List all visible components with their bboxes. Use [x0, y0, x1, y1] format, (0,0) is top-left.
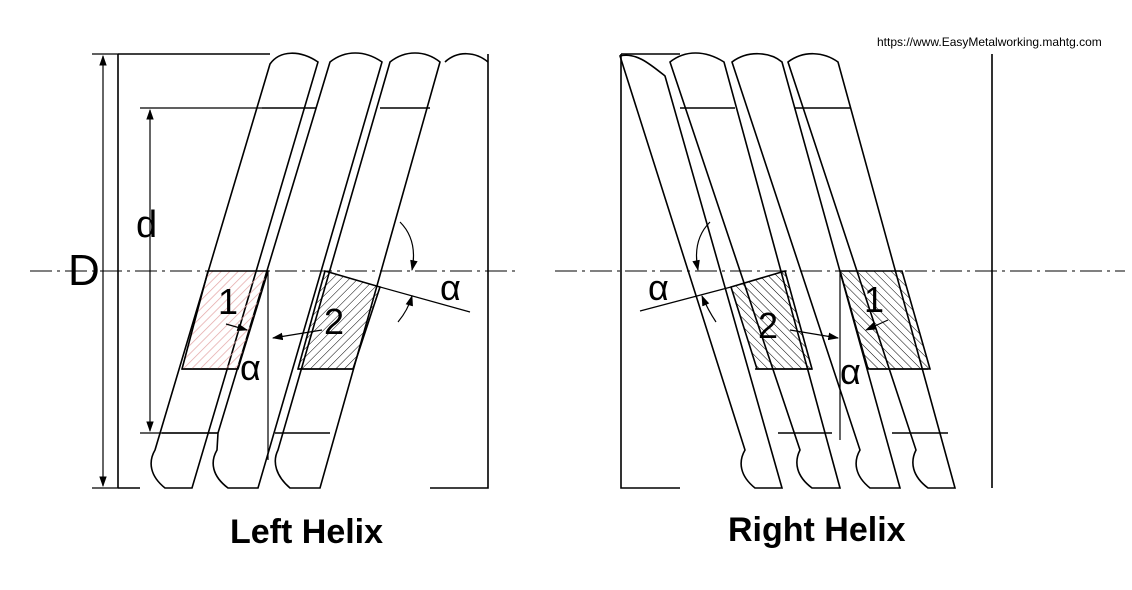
- left-section-1: [180, 270, 270, 370]
- left-caption: Left Helix: [230, 513, 383, 551]
- left-section-2-label: 2: [324, 301, 344, 342]
- left-angle-inner-label: α: [240, 347, 261, 388]
- left-section-1-label: 1: [218, 281, 238, 322]
- right-angle-outer-label: α: [648, 267, 669, 308]
- left-angle-outer-label: α: [440, 267, 461, 308]
- right-body-outline: [620, 53, 993, 489]
- left-section-2: [296, 270, 382, 370]
- inner-diameter-label: d: [136, 204, 157, 246]
- right-helix: 2 1 α α Right Helix: [618, 52, 993, 549]
- left-body-outline: [117, 53, 489, 489]
- right-section-1: [838, 270, 932, 370]
- right-section-2: [729, 270, 814, 370]
- outer-diameter-label: D: [68, 246, 100, 295]
- right-section-2-label: 2: [758, 305, 778, 346]
- url-text: https://www.EasyMetalworking.mahtg.com: [877, 35, 1102, 49]
- left-helix: D d 1: [68, 52, 489, 551]
- right-section-1-label: 1: [864, 279, 884, 320]
- outer-diameter-dimension: [92, 53, 118, 489]
- right-caption: Right Helix: [728, 511, 906, 549]
- right-angle-inner-label: α: [840, 351, 861, 392]
